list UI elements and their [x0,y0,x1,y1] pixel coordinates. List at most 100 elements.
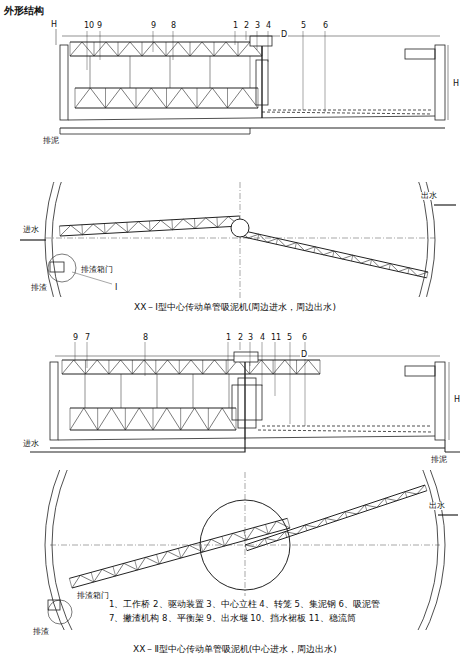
drawing-line [100,31,101,60]
drawing-line [287,518,290,528]
drawing-line [170,56,171,88]
caption: XX－Ⅰ型中心传动单管吸泥机(周边进水，周边出水) [133,303,337,312]
drawing-line [445,440,460,452]
heading: 外形结构 [4,4,44,18]
drawing-line [155,360,156,374]
drawing-line [449,362,450,440]
drawing-line [226,360,227,374]
drawing-line [257,31,258,50]
callout-number: 5 [300,22,307,30]
drawing-line [85,360,86,374]
drawing-line [303,31,304,110]
drawing-line [257,234,258,240]
callout-number: 9 [150,22,157,30]
drawing-line [108,360,109,374]
drawing-line [142,42,143,56]
drawing-line [68,116,435,120]
drawing-line [62,360,320,374]
elevation-type1 [56,28,448,134]
drawing-line [136,88,137,108]
drawing-line [250,342,251,366]
drawing-line [210,56,211,88]
callout-number: 6 [301,334,308,342]
drawing-line [157,554,160,564]
drawing-line [125,408,126,430]
drawing-line [85,374,86,408]
drawing-line [149,221,151,231]
drawing-line [275,342,276,396]
drawing-rect [60,45,68,120]
drawing-line [72,521,290,588]
drawing-line [265,538,267,544]
drawing-line [62,36,440,37]
drawing-line [262,342,263,386]
drawing-line [236,408,237,430]
drawing-line [320,360,321,374]
drawing-line [153,31,154,52]
drawing-line [45,238,435,239]
annotation: 出水 [420,192,438,200]
elevation-type2 [30,342,460,452]
callout-number: 11 [270,334,282,342]
drawing-line [180,408,181,430]
drawing-line [389,264,390,270]
drawing-line [385,498,387,504]
drawing-line [166,42,167,56]
callout-number: 8 [142,334,149,342]
drawing-line [126,222,128,232]
drawing-line [240,230,428,276]
drawing-line [69,578,72,588]
callout-number: 1 [232,22,239,30]
drawing-line [75,88,258,108]
drawing-line [200,542,203,552]
callout-number: H [50,21,58,29]
drawing-rect [405,366,435,376]
drawing-line [228,342,229,374]
drawing-line [245,545,247,551]
drawing-line [261,46,262,118]
drawing-line [448,45,449,120]
drawing-rect [250,36,272,46]
drawing-line [62,360,63,374]
callout-number: 8 [170,22,177,30]
drawing-line [153,408,154,430]
drawing-line [325,518,327,524]
drawing-line [50,448,445,449]
annotation: 排渣箱门 [80,266,114,274]
annotation: 进水 [22,226,40,234]
drawing-rect [435,45,445,120]
drawing-line [333,251,334,257]
drawing-rect [405,49,435,59]
drawing-rect [50,362,58,440]
drawing-line [121,374,122,408]
annotation: 排渣箱门 [76,592,110,600]
drawing-line [250,56,251,88]
annotation: 进水 [22,440,40,448]
drawing-line [314,247,315,253]
drawing-line [245,472,246,596]
dimension-label: D [300,351,308,359]
drawing-line [132,360,133,374]
callout-number: 7 [84,334,91,342]
drawing-line [244,530,247,540]
drawing-line [222,536,225,546]
drawing-line [94,42,95,56]
drawing-rect [238,378,256,428]
drawing-line [130,56,131,88]
dimension-label: H [452,80,460,88]
drawing-line [351,255,352,261]
callout-number: 10 [83,22,95,30]
drawing-line [135,560,138,570]
drawing-line [81,225,83,235]
drawing-line [60,217,240,236]
drawing-line [87,342,88,368]
callout-number: 1 [225,334,232,342]
drawing-line [268,110,432,111]
callout-number: 4 [265,22,272,30]
drawing-line [145,342,146,376]
drawing-line [370,259,371,265]
drawing-line [70,408,71,430]
drawing-line [70,42,262,56]
callout-number: I [114,284,118,292]
annotation: 排渣 [32,628,50,636]
